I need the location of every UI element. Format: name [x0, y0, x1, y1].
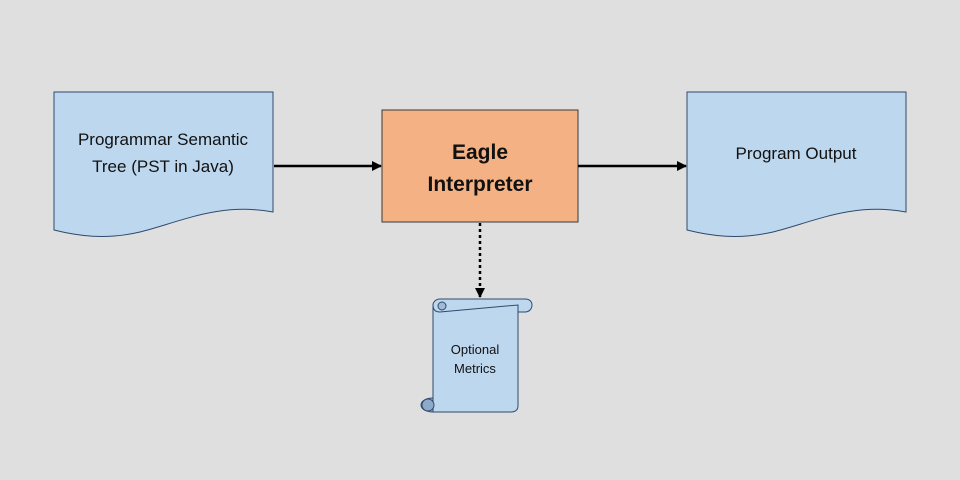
metrics-label-line1: Optional	[451, 342, 500, 357]
input-document-label-line1: Programmar Semantic	[78, 130, 249, 149]
input-document-label-line2: Tree (PST in Java)	[92, 157, 234, 176]
metrics-scroll-node: Optional Metrics	[420, 298, 533, 413]
metrics-scroll-body	[432, 304, 519, 413]
metrics-scroll-top-curl	[437, 301, 447, 311]
interpreter-label-line1: Eagle	[452, 141, 508, 164]
output-document-label: Program Output	[736, 144, 857, 163]
interpreter-node: Eagle Interpreter	[381, 109, 579, 223]
output-document-shape	[686, 91, 907, 237]
metrics-label-line2: Metrics	[454, 361, 496, 376]
metrics-scroll-top-roll	[432, 298, 533, 313]
input-document-node: Programmar Semantic Tree (PST in Java)	[53, 91, 274, 237]
output-document-node: Program Output	[686, 91, 907, 237]
interpreter-box	[381, 109, 579, 223]
metrics-scroll-bottom-curl	[421, 398, 435, 412]
input-document-shape	[53, 91, 274, 237]
interpreter-label-line2: Interpreter	[427, 173, 532, 196]
